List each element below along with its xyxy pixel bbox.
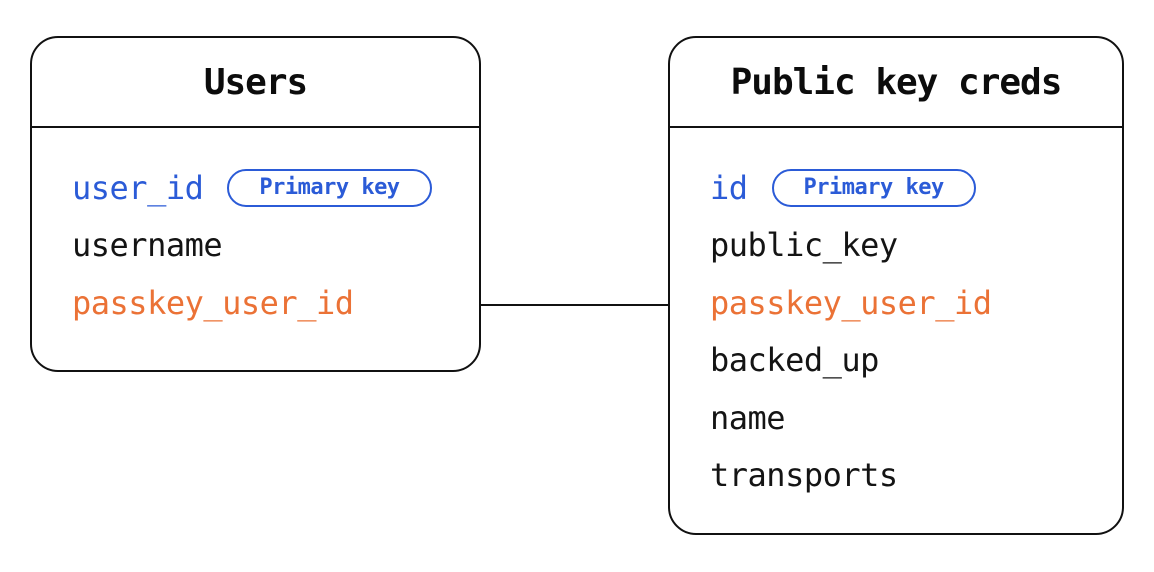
- field-name: id: [710, 168, 748, 207]
- field-row-public-key: public_key: [710, 217, 1122, 275]
- table-users: Users user_id Primary key username passk…: [30, 36, 481, 372]
- table-public-key-creds-header: Public key creds: [670, 38, 1122, 128]
- field-name: backed_up: [710, 341, 879, 380]
- primary-key-badge: Primary key: [227, 168, 432, 207]
- table-public-key-creds: Public key creds id Primary key public_k…: [668, 36, 1124, 535]
- field-name: passkey_user_id: [72, 283, 354, 322]
- table-public-key-creds-fields: id Primary key public_key passkey_user_i…: [670, 128, 1122, 504]
- field-row-transports: transports: [710, 447, 1122, 505]
- field-name: username: [72, 226, 223, 265]
- field-row-id: id Primary key: [710, 159, 1122, 217]
- primary-key-badge: Primary key: [771, 168, 976, 207]
- field-name: passkey_user_id: [710, 283, 992, 322]
- table-users-title: Users: [203, 61, 308, 103]
- field-row-passkey-user-id: passkey_user_id: [72, 274, 479, 332]
- table-users-fields: user_id Primary key username passkey_use…: [32, 128, 479, 332]
- relationship-line: [481, 304, 668, 306]
- table-users-header: Users: [32, 38, 479, 128]
- field-row-passkey-user-id: passkey_user_id: [710, 274, 1122, 332]
- field-row-username: username: [72, 217, 479, 275]
- field-name: transports: [710, 456, 898, 495]
- field-row-user-id: user_id Primary key: [72, 159, 479, 217]
- field-name: public_key: [710, 226, 898, 265]
- table-public-key-creds-title: Public key creds: [730, 61, 1063, 103]
- field-row-name: name: [710, 389, 1122, 447]
- field-name: name: [710, 398, 786, 437]
- field-name: user_id: [72, 168, 204, 207]
- field-row-backed-up: backed_up: [710, 332, 1122, 390]
